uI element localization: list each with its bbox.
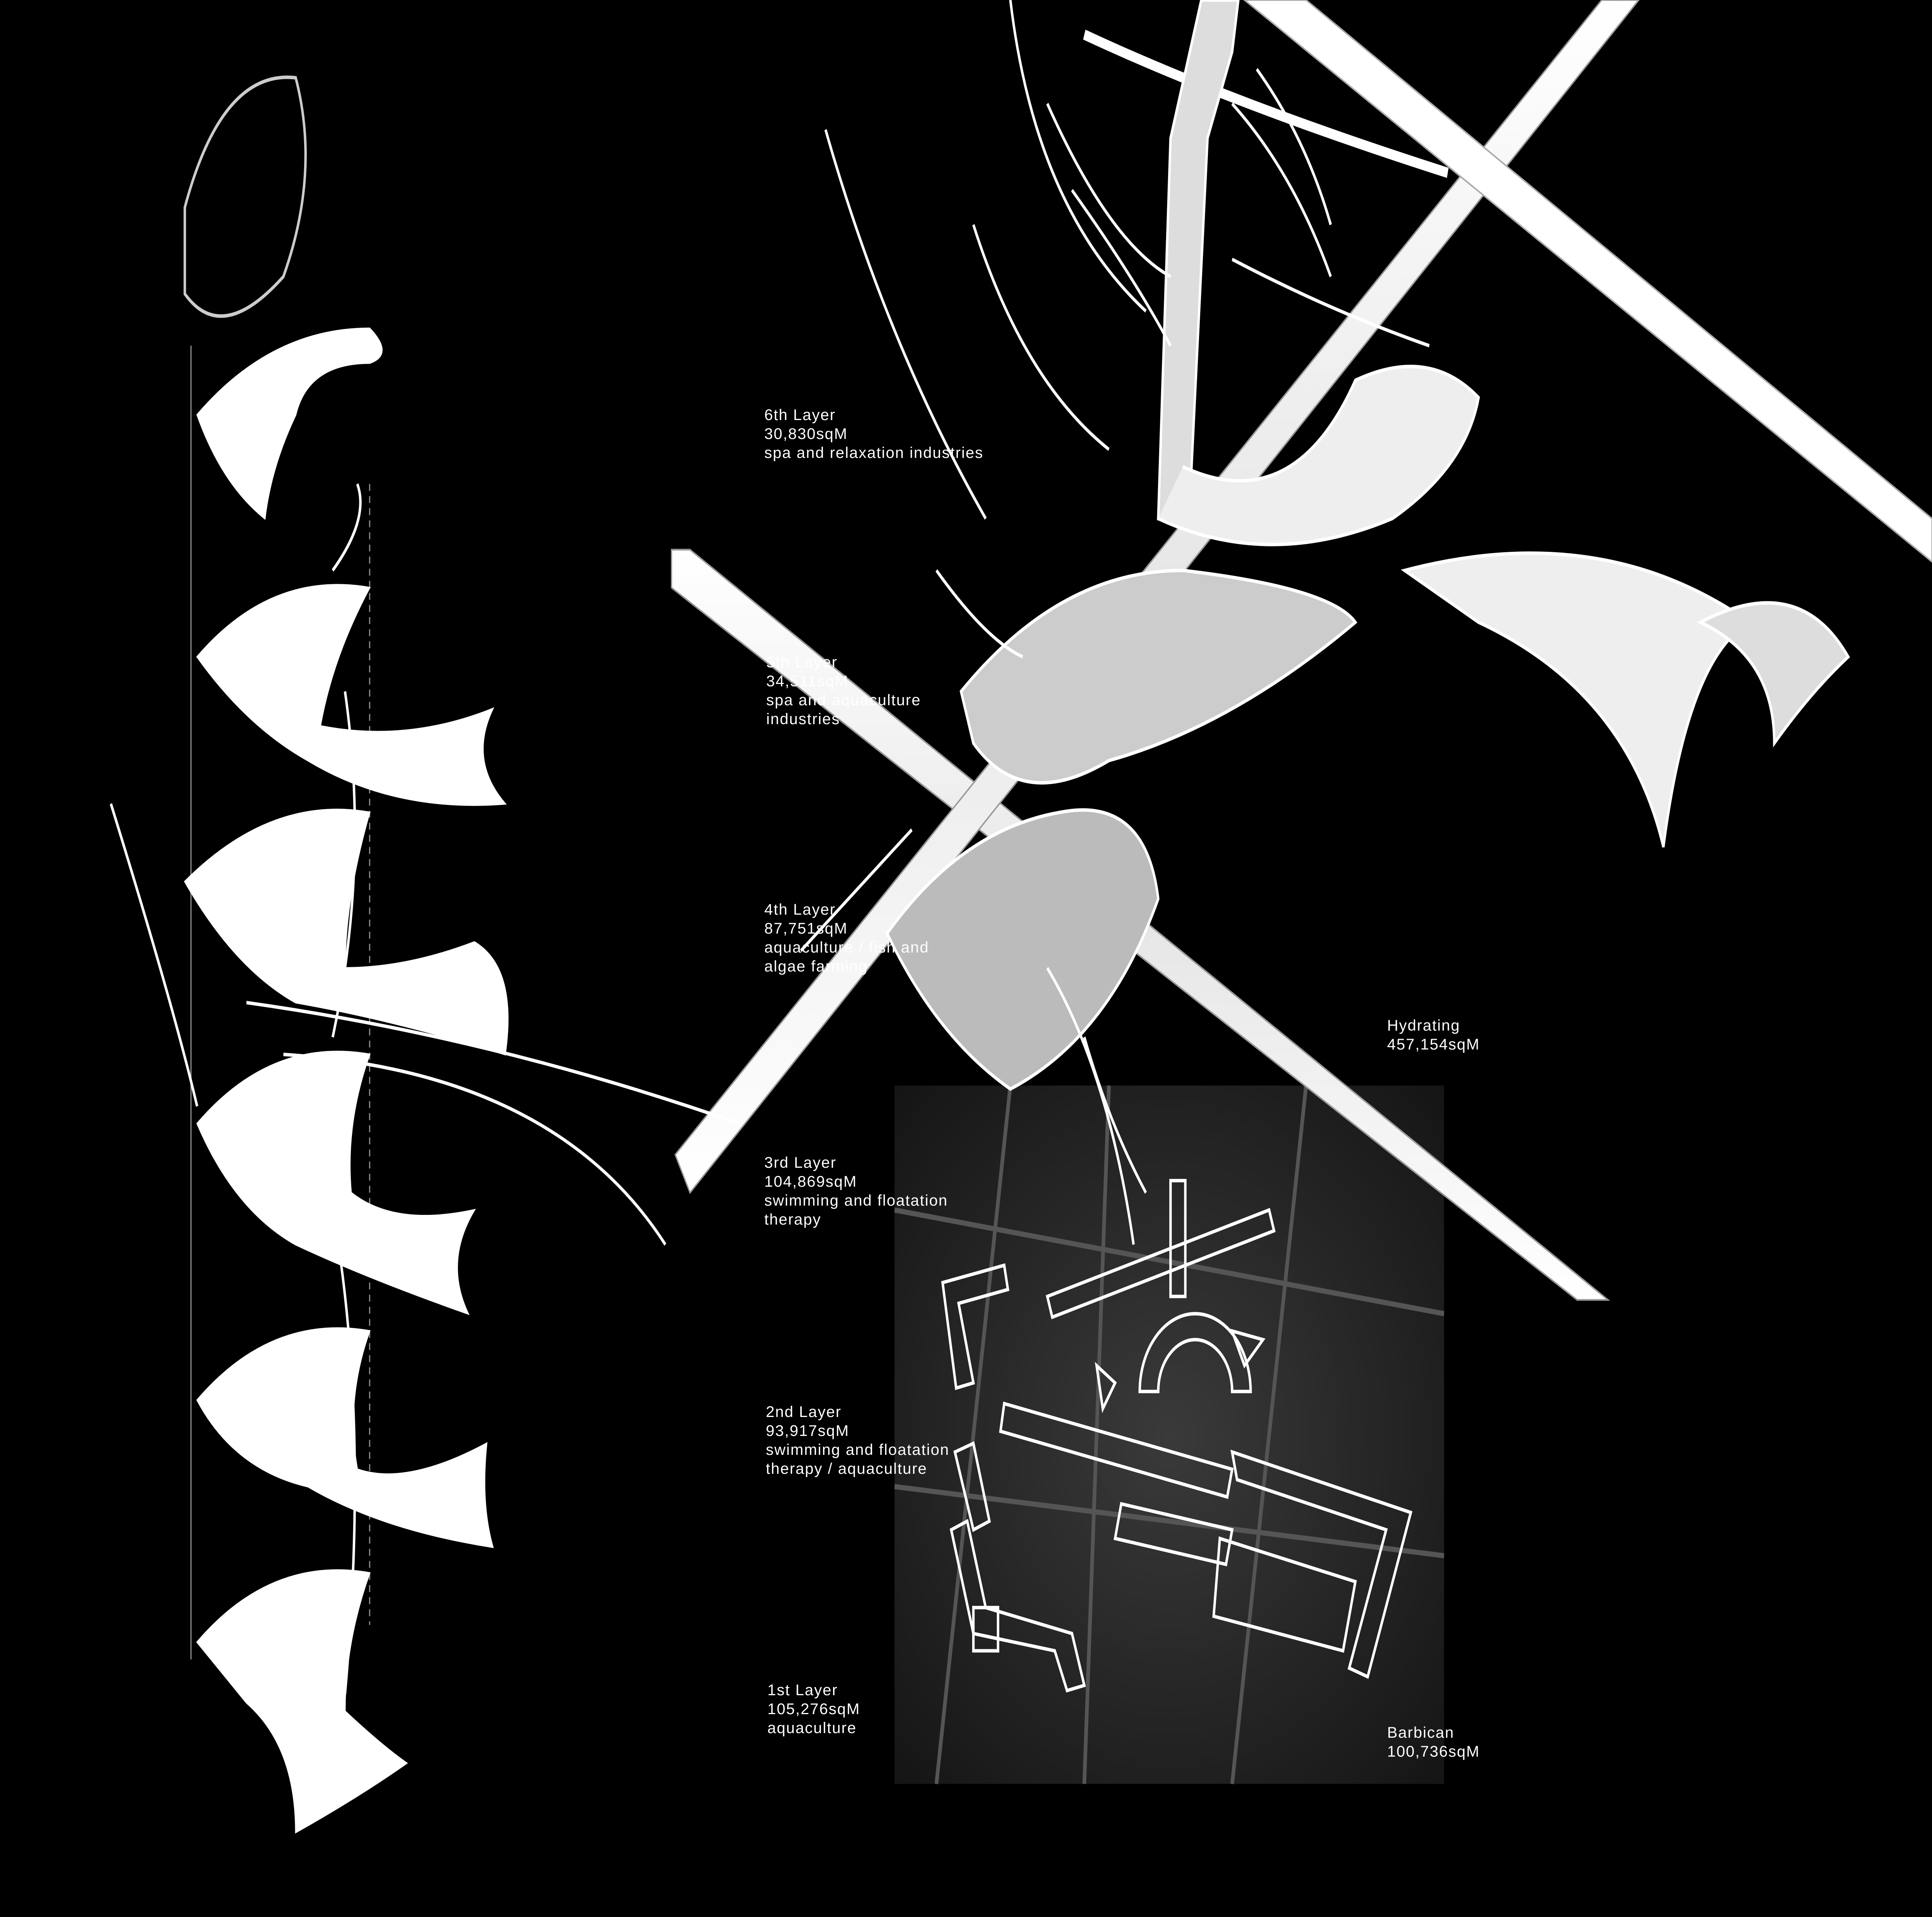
hydrating-label: Hydrating 457,154sqM — [1387, 1016, 1480, 1054]
layer-title: 4th Layer — [764, 901, 836, 918]
layer-area: 34,511sqM — [766, 673, 849, 690]
layer-use: aquaculture / fish and — [764, 939, 929, 956]
layer-title: 1st Layer — [767, 1682, 838, 1699]
hydrating-title: Hydrating — [1387, 1017, 1461, 1034]
layer-area: 105,276sqM — [767, 1701, 861, 1718]
layer-area: 104,869sqM — [764, 1173, 857, 1190]
hydrating-area: 457,154sqM — [1387, 1036, 1480, 1053]
layer-title: 5th Layer — [766, 654, 838, 671]
layer-use: algae farming — [764, 958, 868, 975]
layer-use: swimming and floatation — [764, 1192, 948, 1209]
layer-use: spa and relaxation industries — [764, 444, 984, 461]
layer-use: swimming and floatation — [766, 1441, 950, 1458]
layer-use: industries — [766, 711, 840, 728]
layer-use: aquaculture — [767, 1720, 857, 1737]
layer-use: therapy — [764, 1211, 821, 1228]
layer-area: 30,830sqM — [764, 425, 848, 442]
layer-6-label: 6th Layer 30,830sqM spa and relaxation i… — [764, 406, 983, 463]
barbican-title: Barbican — [1387, 1724, 1454, 1741]
layer-area: 93,917sqM — [766, 1422, 849, 1439]
barbican-area: 100,736sqM — [1387, 1743, 1480, 1760]
layer-1-label: 1st Layer 105,276sqM aquaculture — [767, 1681, 860, 1738]
layer-stack-drawing — [110, 75, 740, 1834]
layer-title: 2nd Layer — [766, 1403, 842, 1420]
hydrating-structure — [671, 0, 1932, 1301]
layer-area: 87,751sqM — [764, 920, 848, 937]
layer-2-label: 2nd Layer 93,917sqM swimming and floatat… — [766, 1403, 949, 1478]
layer-4-label: 4th Layer 87,751sqM aquaculture / fish a… — [764, 900, 929, 976]
layer-use: therapy / aquaculture — [766, 1460, 927, 1477]
layer-title: 6th Layer — [764, 407, 836, 424]
barbican-site-map — [894, 1085, 1444, 1784]
barbican-label: Barbican 100,736sqM — [1387, 1723, 1480, 1761]
layer-5-label: 5th Layer 34,511sqM spa and aquaculture … — [766, 653, 921, 729]
layer-title: 3rd Layer — [764, 1154, 837, 1171]
layer-use: spa and aquaculture — [766, 692, 921, 709]
layer-3-label: 3rd Layer 104,869sqM swimming and floata… — [764, 1153, 948, 1229]
